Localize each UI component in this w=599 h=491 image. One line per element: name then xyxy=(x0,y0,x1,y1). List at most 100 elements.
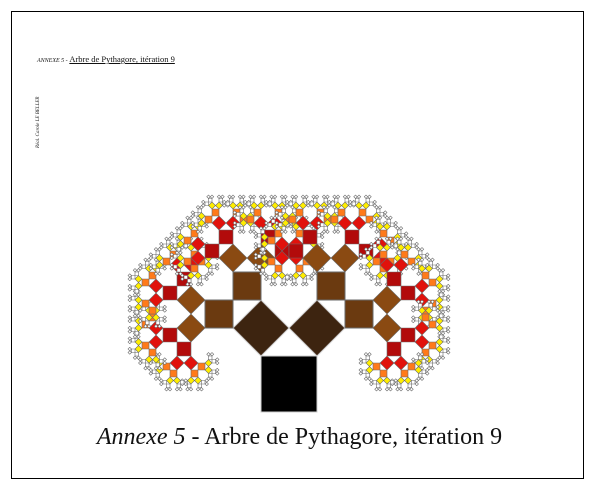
tree-square-level-4 xyxy=(176,341,192,357)
tree-square-level-8 xyxy=(439,313,444,318)
tree-square-level-9 xyxy=(227,194,232,199)
tree-square-level-8 xyxy=(365,373,370,378)
tree-square-level-5 xyxy=(414,278,430,294)
tree-square-level-9 xyxy=(215,357,220,362)
tree-square-level-8 xyxy=(309,201,314,206)
tree-square-level-9 xyxy=(127,276,132,282)
tree-square-level-9 xyxy=(363,352,369,357)
tree-square-level-9 xyxy=(446,346,451,352)
tree-square-level-8 xyxy=(376,208,381,213)
tree-square-level-7 xyxy=(187,376,195,385)
tree-square-level-9 xyxy=(311,194,316,199)
tree-square-level-4 xyxy=(344,229,360,245)
tree-square-level-9 xyxy=(269,282,274,287)
tree-square-level-9 xyxy=(327,203,332,208)
tree-square-level-9 xyxy=(425,367,430,373)
tree-square-level-8 xyxy=(421,359,426,364)
tree-square-level-6 xyxy=(148,348,157,357)
tree-square-level-9 xyxy=(332,229,337,234)
tree-square-level-9 xyxy=(411,318,416,324)
tree-square-level-7 xyxy=(204,359,213,367)
tree-square-level-7 xyxy=(435,275,444,283)
tree-square-level-7 xyxy=(365,366,374,374)
tree-square-level-9 xyxy=(153,247,159,252)
tree-square-level-9 xyxy=(405,236,411,241)
tree-square-level-9 xyxy=(258,194,264,199)
tree-square-level-8 xyxy=(362,264,367,269)
tree-square-level-5 xyxy=(414,320,430,336)
tree-square-level-9 xyxy=(199,229,204,234)
tree-square-level-9 xyxy=(157,352,162,357)
tree-square-level-6 xyxy=(407,362,416,371)
tree-square-level-8 xyxy=(334,226,339,231)
tree-square-level-9 xyxy=(143,366,148,371)
tree-square-level-9 xyxy=(369,276,374,282)
tree-square-level-6 xyxy=(421,271,430,280)
tree-square-level-9 xyxy=(132,292,138,297)
tree-square-level-7 xyxy=(397,376,405,385)
tree-square-level-9 xyxy=(169,262,174,268)
caption-annex-label: Annexe 5 xyxy=(96,424,186,450)
tree-square-level-9 xyxy=(293,194,299,199)
tree-square-level-8 xyxy=(162,243,167,248)
tree-square-level-9 xyxy=(195,229,201,234)
tree-square-level-9 xyxy=(241,229,246,234)
tree-square-level-6 xyxy=(379,250,388,259)
tree-square-level-9 xyxy=(369,381,374,387)
tree-square-level-9 xyxy=(398,226,404,231)
tree-square-level-8 xyxy=(397,383,402,388)
tree-square-level-8 xyxy=(134,289,139,294)
tree-square-level-8 xyxy=(281,208,286,213)
tree-square-level-9 xyxy=(393,220,398,226)
tree-square-level-8 xyxy=(201,275,206,280)
tree-square-level-7 xyxy=(271,201,279,210)
tree-square-level-9 xyxy=(272,194,278,199)
tree-square-level-8 xyxy=(414,306,419,311)
tree-square-level-8 xyxy=(397,229,402,234)
tree-square-level-9 xyxy=(157,324,162,329)
tree-square-level-9 xyxy=(395,226,400,231)
tree-square-level-9 xyxy=(384,215,390,220)
tree-square-level-9 xyxy=(127,339,132,345)
tree-square-level-9 xyxy=(159,241,164,247)
tree-square-level-8 xyxy=(442,306,447,311)
tree-square-level-9 xyxy=(369,224,374,229)
tree-square-level-5 xyxy=(148,334,164,350)
tree-square-level-8 xyxy=(281,226,286,231)
tree-square-level-9 xyxy=(169,231,174,236)
tree-square-level-9 xyxy=(253,241,258,247)
tree-square-level-6 xyxy=(295,208,304,217)
tree-square-level-9 xyxy=(446,350,451,355)
tree-square-level-8 xyxy=(432,264,437,269)
tree-square-level-5 xyxy=(393,355,409,371)
tree-square-level-4 xyxy=(162,285,178,301)
tree-square-level-8 xyxy=(442,275,447,280)
tree-square-level-9 xyxy=(190,213,195,219)
tree-square-level-9 xyxy=(358,360,363,366)
tree-square-level-8 xyxy=(246,201,251,206)
tree-square-level-8 xyxy=(250,226,255,231)
tree-square-level-5 xyxy=(414,334,430,350)
tree-square-level-9 xyxy=(169,245,174,250)
tree-square-level-6 xyxy=(204,215,213,224)
caption-separator: - xyxy=(185,424,205,450)
inner-title-main: Arbre de Pythagore, itération 9 xyxy=(69,54,175,64)
tree-square-level-8 xyxy=(421,369,426,374)
tree-square-level-8 xyxy=(418,373,423,378)
tree-square-level-9 xyxy=(241,194,246,199)
tree-square-level-8 xyxy=(285,275,290,280)
tree-square-level-8 xyxy=(418,261,423,266)
tree-square-level-8 xyxy=(432,359,437,364)
tree-square-level-8 xyxy=(131,317,136,322)
tree-square-level-9 xyxy=(440,310,446,315)
tree-square-level-8 xyxy=(323,198,328,203)
tree-square-level-9 xyxy=(178,387,183,392)
tree-square-level-9 xyxy=(419,352,425,357)
tree-square-level-6 xyxy=(246,215,255,224)
tree-square-level-3 xyxy=(218,243,248,273)
tree-square-level-8 xyxy=(131,338,136,343)
tree-square-level-9 xyxy=(316,220,321,226)
tree-square-level-9 xyxy=(274,220,279,226)
tree-square-level-9 xyxy=(409,387,414,392)
tree-square-level-8 xyxy=(323,208,328,213)
